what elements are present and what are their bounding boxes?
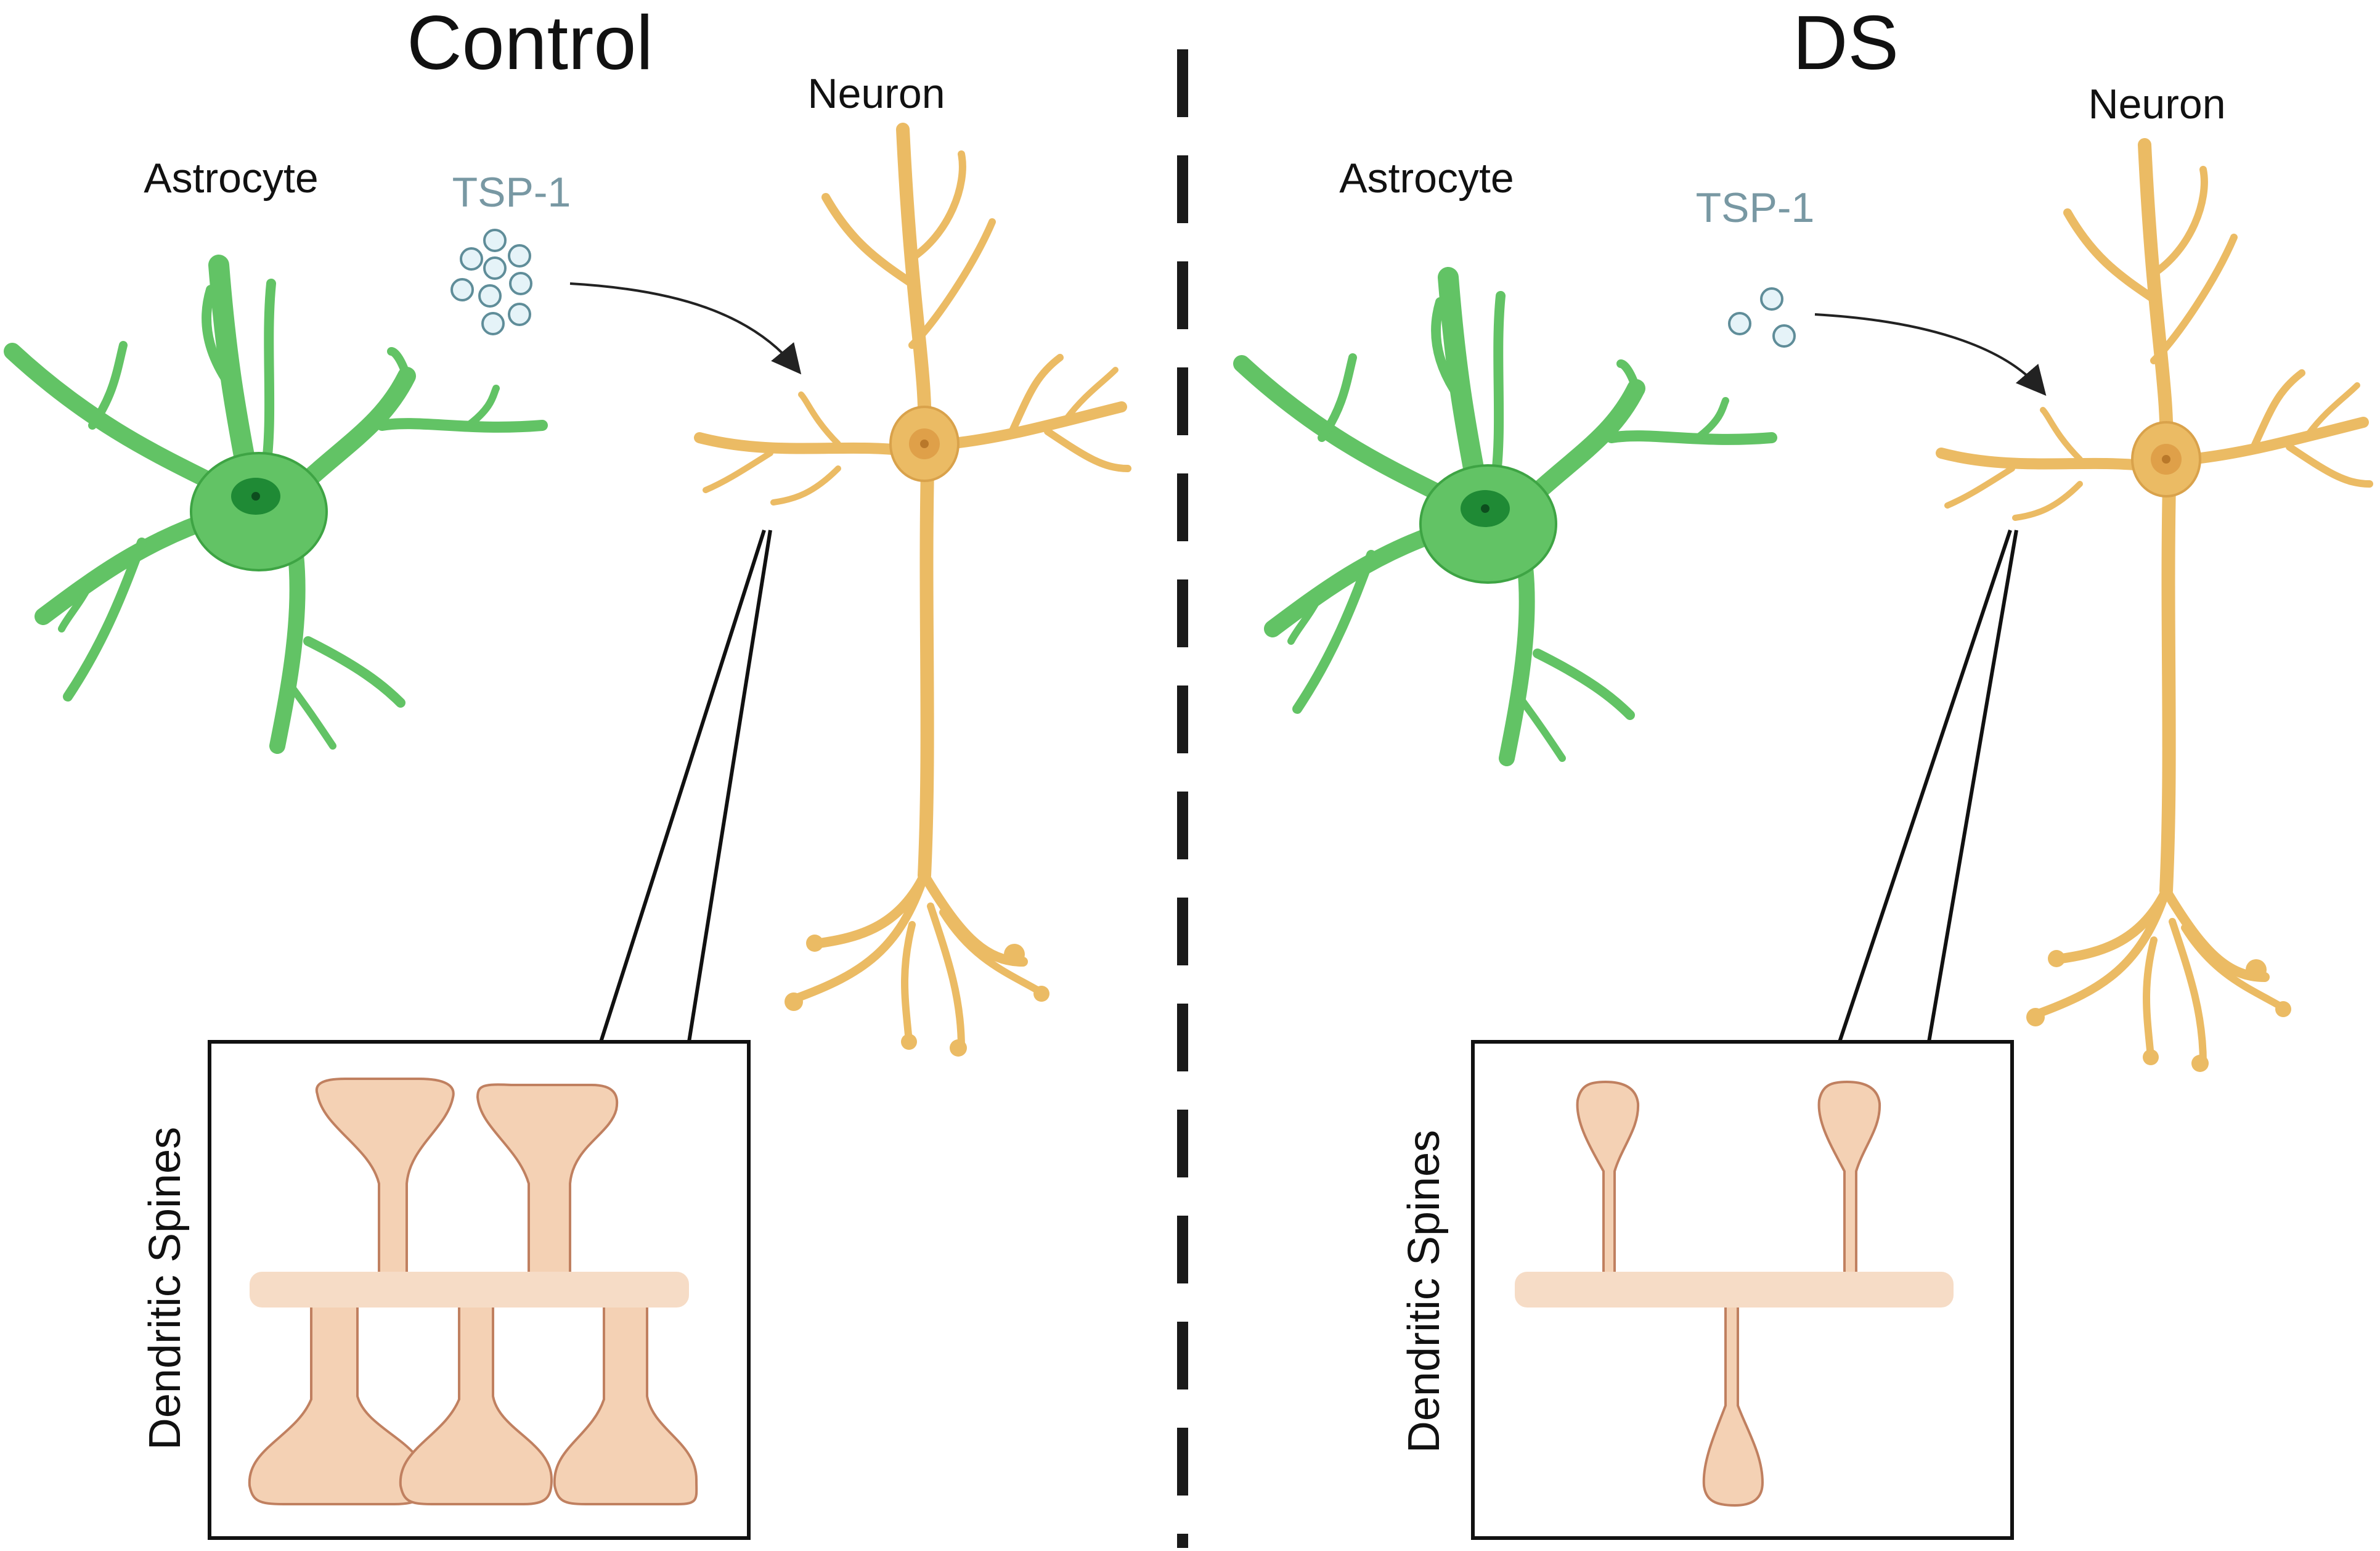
control-tsp-label: TSP-1: [452, 169, 571, 216]
control-spines-top: [315, 1078, 619, 1280]
control-astrocyte: [4, 255, 548, 754]
ds-spines-bottom: [1702, 1299, 1764, 1507]
control-astrocyte-label: Astrocyte: [144, 155, 318, 202]
control-spines-bottom: [248, 1299, 698, 1505]
control-neuron: [694, 123, 1131, 1057]
control-inset: Dendritic Spines: [141, 1040, 751, 1540]
control-inset-label: Dendritic Spines: [141, 1127, 190, 1450]
control-dendrite-shaft: [250, 1272, 689, 1308]
control-tsp-molecules: [450, 229, 532, 335]
ds-arrow: [1814, 313, 2047, 396]
ds-astrocyte: [1233, 267, 1777, 766]
control-arrow: [569, 282, 802, 375]
ds-title: DS: [1793, 1, 1899, 86]
ds-zoom-line-left: [1838, 530, 2012, 1042]
ds-astrocyte-label: Astrocyte: [1339, 155, 1514, 202]
control-zoom-line-left: [599, 530, 766, 1042]
ds-dendrite-shaft: [1515, 1272, 1954, 1308]
ds-panel: DS Astrocyte Neuron TSP-1: [1233, 1, 2373, 1540]
ds-inset: Dendritic Spines: [1400, 1040, 2014, 1540]
ds-neuron: [1936, 138, 2373, 1072]
control-panel: Control Astrocyte Neuron TSP-1: [4, 1, 1131, 1540]
control-title: Control: [407, 1, 653, 86]
ds-tsp-molecules: [1728, 287, 1796, 348]
ds-tsp-label: TSP-1: [1696, 184, 1815, 231]
ds-inset-label: Dendritic Spines: [1400, 1130, 1449, 1453]
ds-zoom-line-right: [1927, 530, 2018, 1042]
control-zoom-line-right: [687, 530, 772, 1042]
control-neuron-label: Neuron: [807, 70, 945, 117]
ds-neuron-label: Neuron: [2088, 81, 2225, 128]
ds-spines-top: [1576, 1080, 1881, 1280]
